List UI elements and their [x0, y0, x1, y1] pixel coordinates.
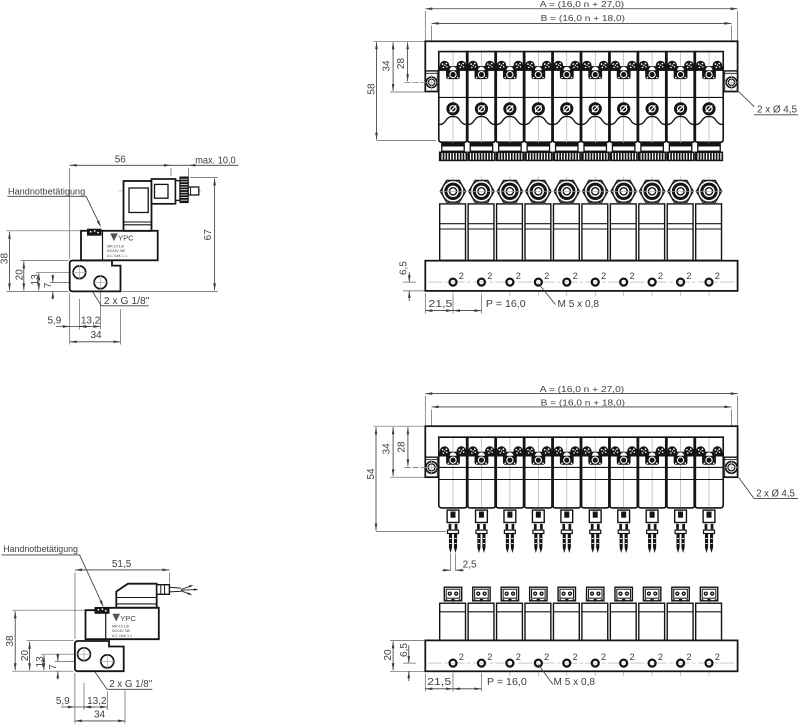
- svg-text:13: 13: [30, 274, 41, 286]
- svg-text:34: 34: [90, 330, 102, 341]
- svg-text:DC24V 3W: DC24V 3W: [112, 629, 131, 633]
- svg-text:Handnotbetätigung: Handnotbetätigung: [3, 544, 78, 555]
- svg-text:56: 56: [115, 155, 127, 166]
- svg-text:38: 38: [0, 253, 10, 265]
- svg-text:7: 7: [43, 282, 54, 288]
- svg-text:13,2: 13,2: [81, 316, 101, 327]
- svg-text:21,5: 21,5: [428, 299, 453, 310]
- svg-text:YPC: YPC: [118, 233, 134, 242]
- svg-text:2: 2: [544, 652, 549, 662]
- svg-text:P = 16,0: P = 16,0: [486, 299, 526, 310]
- svg-text:28: 28: [396, 58, 407, 70]
- svg-text:6,5: 6,5: [399, 643, 410, 657]
- svg-text:2: 2: [686, 271, 691, 281]
- svg-text:B = (16,0 n + 18,0): B = (16,0 n + 18,0): [541, 13, 626, 23]
- svg-text:B = (16,0 n + 18,0): B = (16,0 n + 18,0): [541, 397, 626, 407]
- svg-text:2 x G 1/8": 2 x G 1/8": [104, 296, 150, 307]
- svg-text:2: 2: [658, 652, 663, 662]
- svg-text:MR-10 1/8: MR-10 1/8: [112, 624, 129, 628]
- svg-text:2: 2: [459, 652, 464, 662]
- svg-text:max. 10,0: max. 10,0: [195, 155, 236, 166]
- svg-text:P = 16,0: P = 16,0: [487, 677, 527, 688]
- svg-text:M 5 x 0,8: M 5 x 0,8: [558, 299, 600, 310]
- svg-text:MR-10 1/8: MR-10 1/8: [107, 245, 124, 249]
- svg-text:20: 20: [20, 650, 31, 662]
- svg-text:A = (16,0 n + 27,0): A = (16,0 n + 27,0): [540, 0, 625, 9]
- svg-text:54: 54: [366, 468, 377, 480]
- svg-text:20: 20: [383, 649, 394, 661]
- svg-text:A.C GsK 1.1: A.C GsK 1.1: [112, 634, 132, 638]
- svg-text:7: 7: [48, 664, 59, 670]
- svg-text:YPC: YPC: [120, 614, 136, 623]
- svg-text:2: 2: [516, 652, 521, 662]
- svg-text:34: 34: [381, 60, 392, 72]
- svg-text:2: 2: [459, 271, 464, 281]
- svg-text:58: 58: [367, 83, 378, 95]
- svg-text:2,5: 2,5: [463, 560, 477, 571]
- svg-text:5,9: 5,9: [47, 316, 61, 327]
- svg-text:2 x Ø 4,5: 2 x Ø 4,5: [757, 105, 798, 116]
- svg-text:51,5: 51,5: [112, 559, 132, 570]
- svg-text:13,2: 13,2: [87, 696, 107, 707]
- svg-text:2 x Ø 4,5: 2 x Ø 4,5: [756, 489, 795, 500]
- svg-text:2: 2: [487, 271, 492, 281]
- svg-text:2: 2: [629, 271, 634, 281]
- svg-text:6,5: 6,5: [398, 261, 409, 275]
- svg-text:2: 2: [573, 271, 578, 281]
- svg-text:2: 2: [715, 271, 720, 281]
- svg-text:A.C GsK 1.1: A.C GsK 1.1: [107, 254, 127, 258]
- svg-text:2: 2: [601, 652, 606, 662]
- svg-text:DC24V 3W: DC24V 3W: [107, 249, 126, 253]
- svg-text:2: 2: [544, 271, 549, 281]
- svg-text:2: 2: [487, 652, 492, 662]
- svg-text:2: 2: [516, 271, 521, 281]
- svg-text:2: 2: [629, 652, 634, 662]
- svg-text:2: 2: [658, 271, 663, 281]
- svg-text:34: 34: [94, 710, 106, 721]
- svg-text:67: 67: [203, 229, 214, 241]
- svg-text:28: 28: [396, 441, 407, 453]
- svg-text:21,5: 21,5: [427, 677, 452, 688]
- svg-text:38: 38: [5, 635, 16, 647]
- svg-text:13: 13: [35, 656, 46, 668]
- svg-text:A = (16,0 n + 27,0): A = (16,0 n + 27,0): [540, 384, 625, 394]
- svg-text:20: 20: [14, 269, 25, 281]
- svg-text:5,9: 5,9: [56, 696, 70, 707]
- svg-text:Handnotbetätigung: Handnotbetätigung: [8, 186, 85, 197]
- svg-text:2: 2: [686, 652, 691, 662]
- svg-text:M 5 x 0,8: M 5 x 0,8: [554, 677, 596, 688]
- svg-text:2: 2: [601, 271, 606, 281]
- svg-text:2: 2: [715, 652, 720, 662]
- svg-text:2 x G 1/8": 2 x G 1/8": [109, 679, 152, 690]
- svg-text:34: 34: [382, 443, 393, 455]
- svg-text:2: 2: [573, 652, 578, 662]
